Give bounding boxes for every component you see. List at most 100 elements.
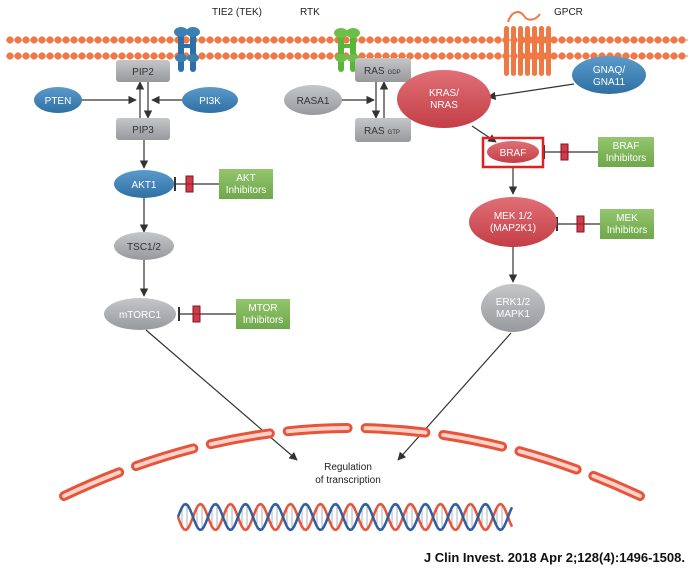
lipid-head — [214, 36, 222, 44]
lipid-head — [262, 52, 270, 60]
lipid-head — [574, 52, 582, 60]
lipid-head — [366, 52, 374, 60]
pten-node: PTEN — [34, 87, 82, 113]
lipid-head — [230, 52, 238, 60]
lipid-head — [270, 52, 278, 60]
lipid-head — [254, 52, 262, 60]
lipid-head — [446, 52, 454, 60]
lipid-head — [566, 36, 574, 44]
lipid-head — [94, 52, 102, 60]
lipid-head — [70, 52, 78, 60]
lipid-head — [166, 52, 174, 60]
lipid-head — [54, 36, 62, 44]
lipid-head — [310, 52, 318, 60]
svg-text:Inhibitors: Inhibitors — [243, 315, 284, 326]
dna-strand-blue — [176, 502, 514, 532]
lipid-head — [30, 52, 38, 60]
lipid-head — [62, 36, 70, 44]
braf-node: BRAF — [481, 136, 545, 169]
lipid-head — [622, 36, 630, 44]
lipid-head — [678, 36, 686, 44]
svg-text:GNAQ/: GNAQ/ — [593, 65, 625, 76]
lipid-head — [662, 36, 670, 44]
gpcr-label: GPCR — [554, 7, 583, 18]
svg-text:MTOR: MTOR — [248, 303, 277, 314]
lipid-head — [382, 36, 390, 44]
kras-nras-node: KRAS/ NRAS — [397, 70, 491, 128]
lipid-head — [94, 36, 102, 44]
lipid-head — [630, 36, 638, 44]
svg-text:RASA1: RASA1 — [297, 96, 330, 107]
rtk-receptor — [334, 28, 360, 72]
svg-text:KRAS/: KRAS/ — [429, 88, 459, 99]
lipid-head — [422, 52, 430, 60]
lipid-head — [406, 36, 414, 44]
lipid-head — [30, 36, 38, 44]
lipid-head — [6, 36, 14, 44]
lipid-head — [374, 52, 382, 60]
mek-inhibitors-box: MEK Inhibitors — [600, 209, 654, 239]
dna-helix — [176, 502, 514, 532]
lipid-head — [142, 36, 150, 44]
lipid-head — [646, 36, 654, 44]
lipid-head — [102, 52, 110, 60]
lipid-head — [462, 36, 470, 44]
svg-text:PIP2: PIP2 — [132, 67, 154, 78]
lipid-head — [206, 52, 214, 60]
lipid-head — [198, 36, 206, 44]
lipid-head — [166, 36, 174, 44]
mtor-inhibitors-box: MTOR Inhibitors — [236, 299, 290, 329]
svg-text:ERK1/2: ERK1/2 — [496, 297, 531, 308]
lipid-head — [206, 36, 214, 44]
lipid-head — [462, 52, 470, 60]
pip3-node: PIP3 — [116, 118, 170, 140]
lipid-head — [366, 36, 374, 44]
svg-text:GNA11: GNA11 — [593, 77, 625, 88]
lipid-head — [638, 36, 646, 44]
citation-text: J Clin Invest. 2018 Apr 2;128(4):1496-15… — [423, 550, 685, 565]
lipid-head — [654, 36, 662, 44]
lipid-head — [598, 36, 606, 44]
lipid-head — [414, 36, 422, 44]
lipid-head — [46, 52, 54, 60]
svg-text:MAPK1: MAPK1 — [496, 309, 530, 320]
lipid-head — [486, 36, 494, 44]
lipid-head — [558, 52, 566, 60]
lipid-head — [38, 52, 46, 60]
lipid-head — [14, 36, 22, 44]
tie2-receptor — [174, 27, 200, 72]
lipid-head — [182, 36, 190, 44]
lipid-head — [222, 36, 230, 44]
lipid-head — [142, 52, 150, 60]
regulation-label-line2: of transcription — [315, 475, 381, 486]
pi3k-node: PI3K — [182, 87, 238, 113]
lipid-head — [654, 52, 662, 60]
lipid-head — [614, 36, 622, 44]
tsc-node: TSC1/2 — [114, 232, 174, 260]
braf-highlight-box — [481, 136, 545, 169]
lipid-head — [342, 36, 350, 44]
svg-text:BRAF: BRAF — [500, 148, 527, 159]
lipid-head — [118, 52, 126, 60]
lipid-head — [38, 36, 46, 44]
lipid-head — [582, 36, 590, 44]
lipid-head — [238, 52, 246, 60]
svg-text:(MAP2K1): (MAP2K1) — [490, 223, 536, 234]
braf-inhibitors-box: BRAF Inhibitors — [598, 137, 654, 167]
lipid-head — [590, 36, 598, 44]
lipid-head — [470, 52, 478, 60]
svg-text:TSC1/2: TSC1/2 — [127, 242, 161, 253]
lipid-head — [126, 36, 134, 44]
erk-node: ERK1/2 MAPK1 — [481, 284, 545, 332]
lipid-head — [134, 36, 142, 44]
lipid-head — [478, 36, 486, 44]
lipid-head — [246, 36, 254, 44]
lipid-head — [294, 52, 302, 60]
svg-text:Inhibitors: Inhibitors — [607, 225, 648, 236]
lipid-head — [6, 52, 14, 60]
lipid-head — [550, 52, 558, 60]
lipid-head — [78, 36, 86, 44]
